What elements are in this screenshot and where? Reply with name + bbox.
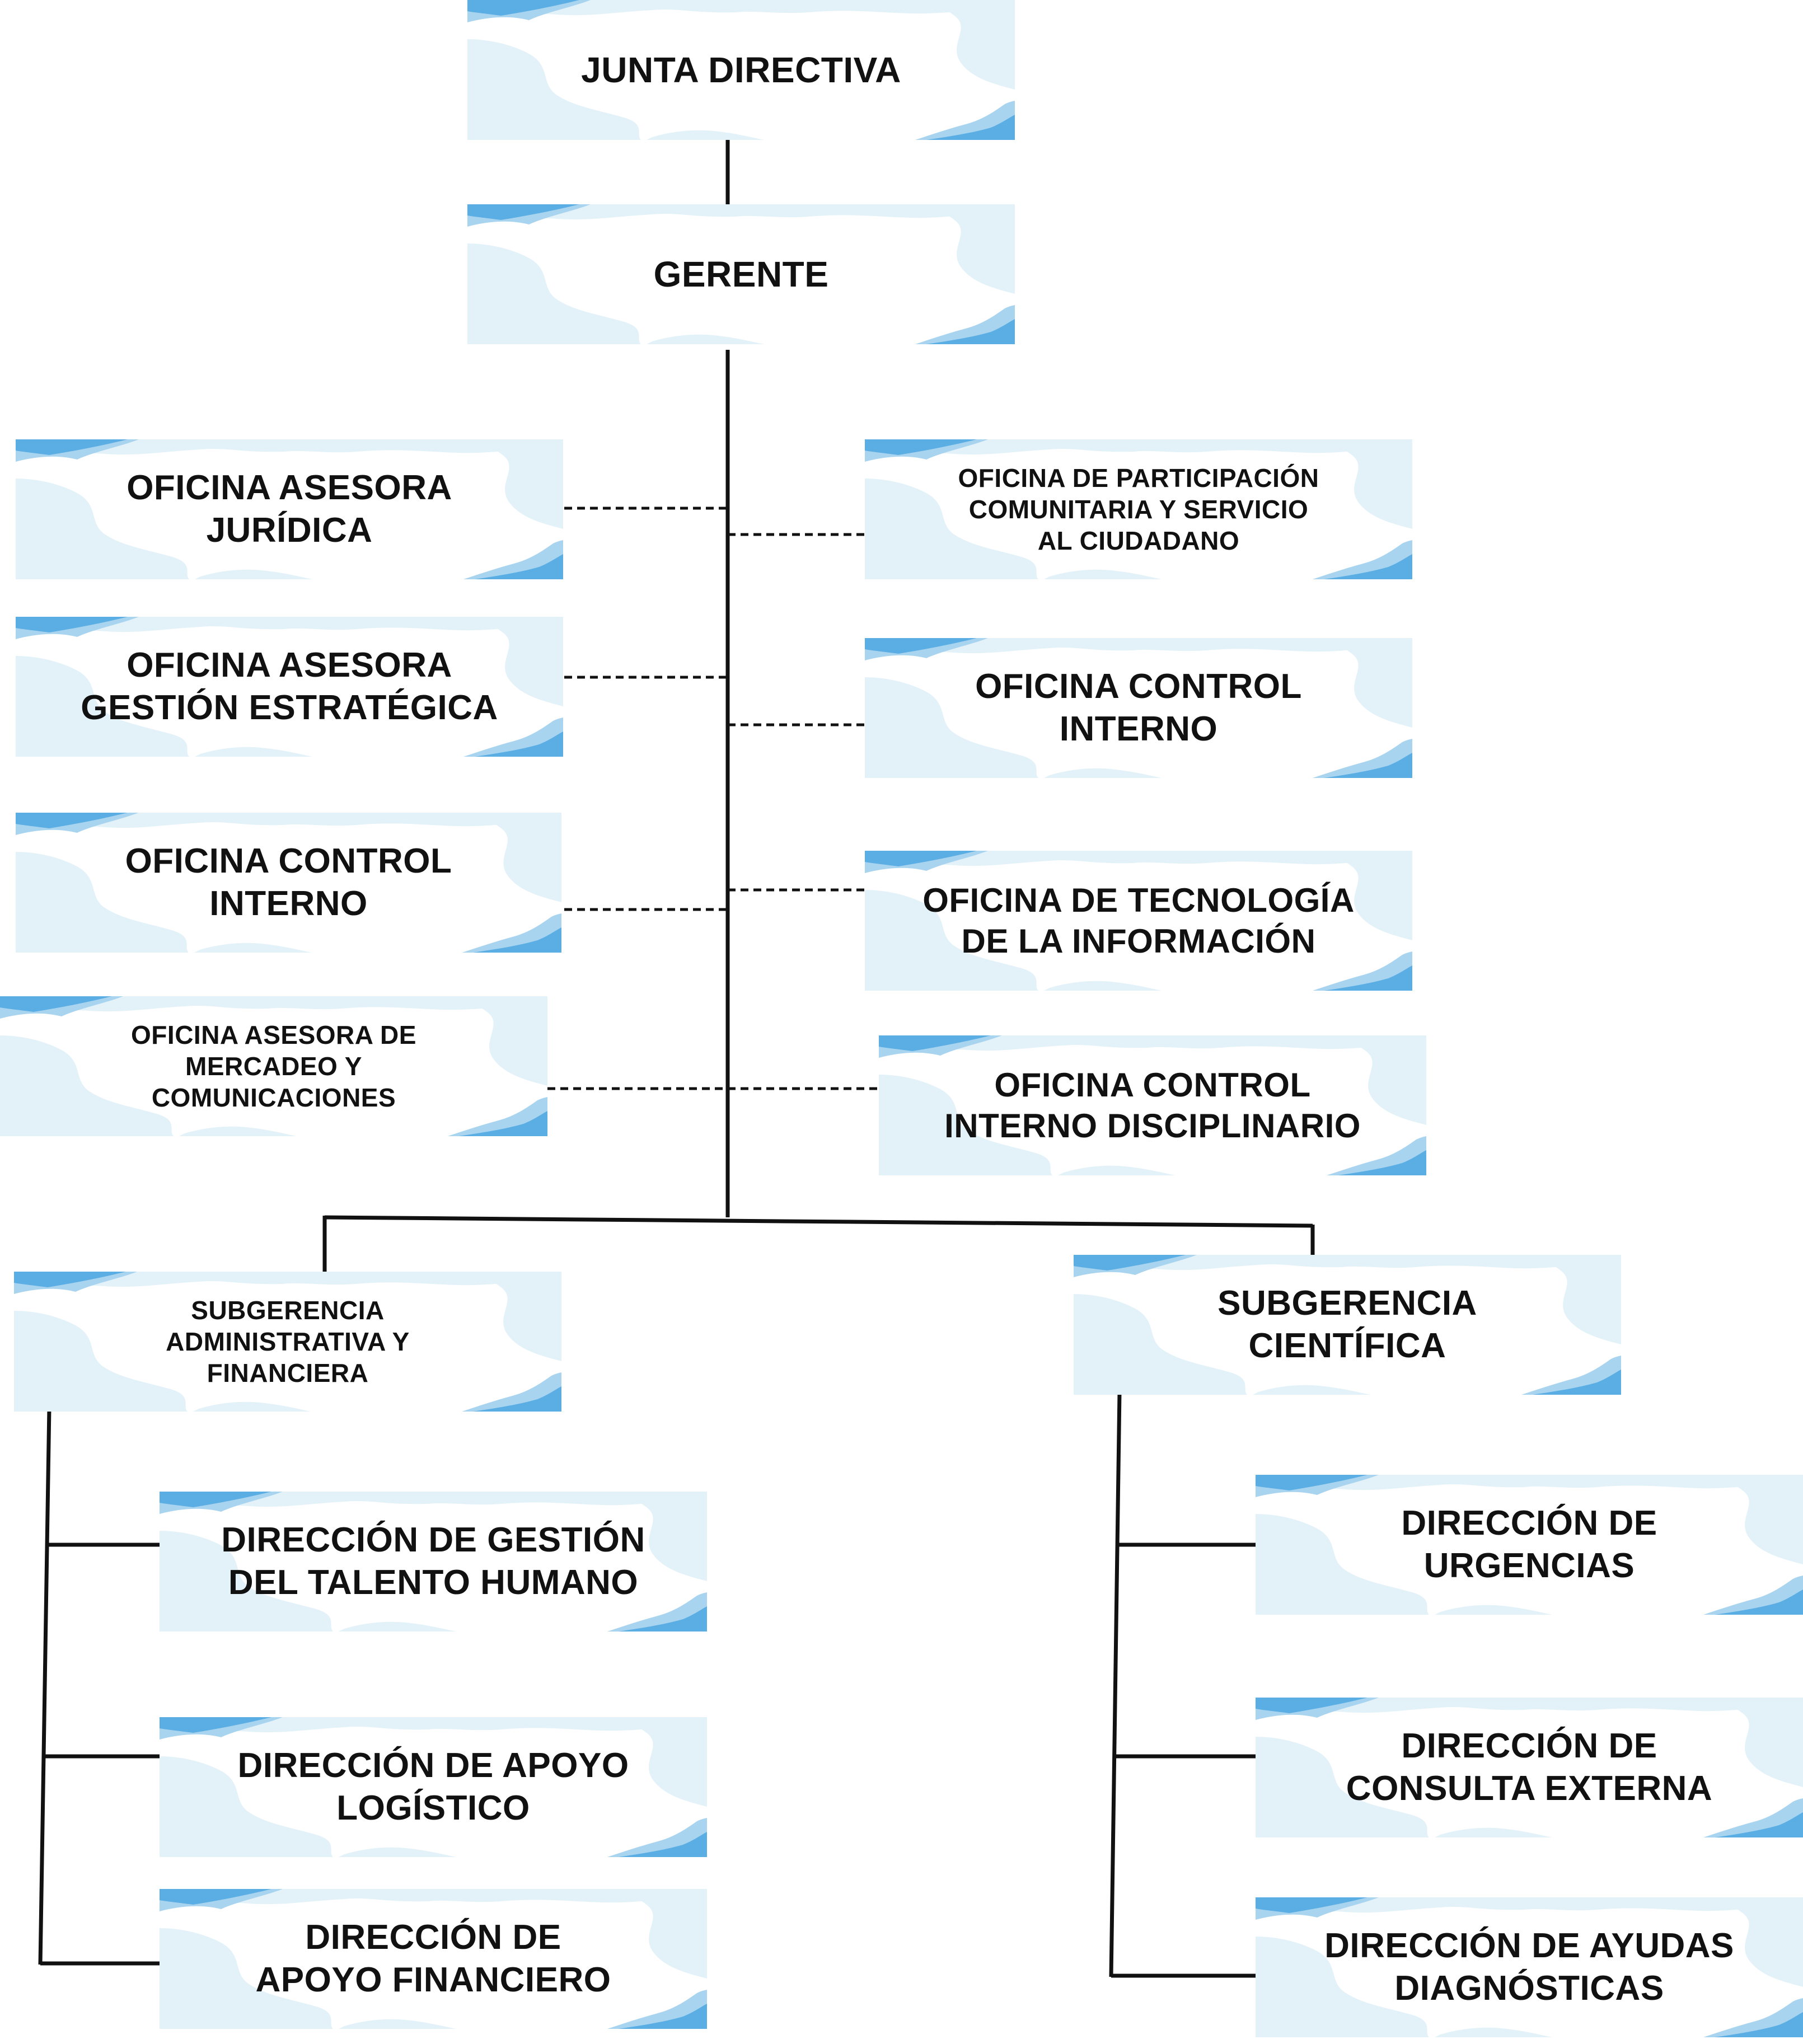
node-oficina-asesora-juridica: OFICINA ASESORA JURÍDICA <box>16 439 563 579</box>
wave-decoration <box>16 813 561 953</box>
wave-decoration <box>1256 1698 1803 1837</box>
node-junta-directiva: JUNTA DIRECTIVA <box>467 0 1015 140</box>
wave-decoration <box>1256 1475 1803 1615</box>
subgerencia-split-line <box>324 1215 1313 1228</box>
wave-decoration <box>879 1035 1426 1175</box>
node-oficina-asesora-gestion-estrategica: OFICINA ASESORA GESTIÓN ESTRATÉGICA <box>16 617 563 757</box>
wave-decoration <box>467 0 1015 140</box>
node-oficina-asesora-mercadeo: OFICINA ASESORA DE MERCADEO Y COMUNICACI… <box>0 996 547 1136</box>
wave-decoration <box>160 1717 707 1857</box>
node-label: SUBGERENCIA ADMINISTRATIVA Y FINANCIERA <box>166 1295 410 1388</box>
node-label: DIRECCIÓN DE CONSULTA EXTERNA <box>1346 1727 1713 1808</box>
node-gerente: GERENTE <box>467 204 1015 344</box>
node-label: OFICINA DE PARTICIPACIÓN COMUNITARIA Y S… <box>958 463 1319 556</box>
wave-decoration <box>1074 1255 1621 1395</box>
node-label: OFICINA ASESORA JURÍDICA <box>127 468 452 550</box>
node-label: OFICINA ASESORA DE MERCADEO Y COMUNICACI… <box>131 1020 416 1113</box>
node-oficina-control-interno-left: OFICINA CONTROL INTERNO <box>16 813 561 953</box>
wave-decoration <box>14 1272 561 1412</box>
node-label: OFICINA CONTROL INTERNO <box>125 842 452 923</box>
node-label: DIRECCIÓN DE URGENCIAS <box>1401 1504 1657 1585</box>
scientific-branch-line <box>1109 1392 1122 1977</box>
node-label: OFICINA CONTROL INTERNO <box>975 667 1302 748</box>
node-label: JUNTA DIRECTIVA <box>581 49 901 90</box>
node-direccion-urgencias: DIRECCIÓN DE URGENCIAS <box>1256 1475 1803 1615</box>
node-direccion-consulta-externa: DIRECCIÓN DE CONSULTA EXTERNA <box>1256 1698 1803 1837</box>
wave-decoration <box>160 1492 707 1632</box>
node-oficina-participacion-comunitaria: OFICINA DE PARTICIPACIÓN COMUNITARIA Y S… <box>865 439 1412 579</box>
node-direccion-ayudas-diagnosticas: DIRECCIÓN DE AYUDAS DIAGNÓSTICAS <box>1256 1897 1803 2037</box>
node-label: DIRECCIÓN DE APOYO LOGÍSTICO <box>237 1746 629 1827</box>
node-label: GERENTE <box>653 254 829 294</box>
node-direccion-apoyo-logistico: DIRECCIÓN DE APOYO LOGÍSTICO <box>160 1717 707 1857</box>
node-label: OFICINA ASESORA GESTIÓN ESTRATÉGICA <box>81 646 498 727</box>
wave-decoration <box>865 851 1412 991</box>
wave-decoration <box>160 1889 707 2029</box>
wave-decoration <box>865 638 1412 778</box>
node-oficina-tecnologia-informacion: OFICINA DE TECNOLOGÍA DE LA INFORMACIÓN <box>865 851 1412 991</box>
node-label: OFICINA CONTROL INTERNO DISCIPLINARIO <box>944 1066 1361 1145</box>
node-direccion-apoyo-financiero: DIRECCIÓN DE APOYO FINANCIERO <box>160 1889 707 2029</box>
wave-decoration <box>865 439 1412 579</box>
wave-decoration <box>16 617 563 757</box>
node-label: DIRECCIÓN DE AYUDAS DIAGNÓSTICAS <box>1324 1926 1734 2008</box>
wave-decoration <box>467 204 1015 344</box>
wave-decoration <box>0 996 547 1136</box>
admin-branch-line <box>38 1407 51 1965</box>
node-label: DIRECCIÓN DE APOYO FINANCIERO <box>255 1918 611 1999</box>
node-oficina-control-interno-right: OFICINA CONTROL INTERNO <box>865 638 1412 778</box>
node-label: OFICINA DE TECNOLOGÍA DE LA INFORMACIÓN <box>922 881 1355 960</box>
node-direccion-talento-humano: DIRECCIÓN DE GESTIÓN DEL TALENTO HUMANO <box>160 1492 707 1632</box>
wave-decoration <box>16 439 563 579</box>
node-label: DIRECCIÓN DE GESTIÓN DEL TALENTO HUMANO <box>221 1521 645 1602</box>
node-subgerencia-administrativa: SUBGERENCIA ADMINISTRATIVA Y FINANCIERA <box>14 1272 561 1412</box>
node-oficina-control-interno-disciplinario: OFICINA CONTROL INTERNO DISCIPLINARIO <box>879 1035 1426 1175</box>
node-label: SUBGERENCIA CIENTÍFICA <box>1217 1284 1477 1365</box>
node-subgerencia-cientifica: SUBGERENCIA CIENTÍFICA <box>1074 1255 1621 1395</box>
wave-decoration <box>1256 1897 1803 2037</box>
